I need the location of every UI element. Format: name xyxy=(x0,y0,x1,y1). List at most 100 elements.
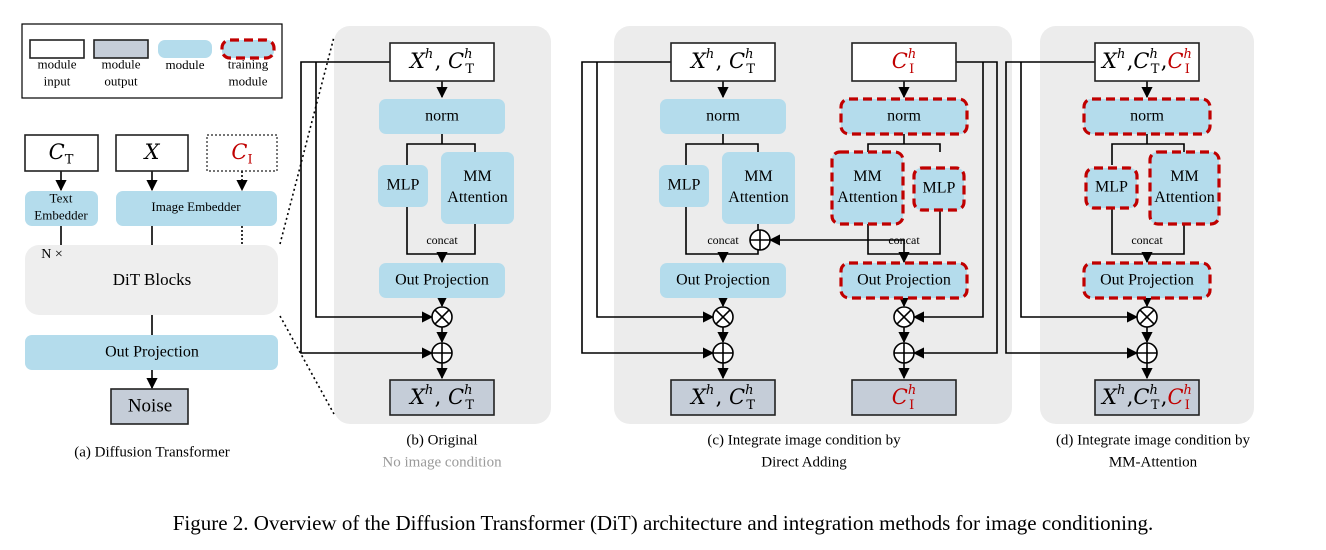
b-outproj xyxy=(379,263,505,298)
image-embedder xyxy=(116,191,277,226)
text-embedder xyxy=(25,191,98,226)
c-otimes-stroke xyxy=(715,309,731,325)
c-output xyxy=(670,379,776,416)
legend-input-label: input xyxy=(44,73,71,88)
ct-label: CT xyxy=(49,140,74,167)
d-mmatt-label: Attention xyxy=(1154,189,1214,206)
d-mmatt-label: MM xyxy=(1170,168,1198,185)
text-embedder-label: Embedder xyxy=(34,207,88,222)
noise-label: Noise xyxy=(128,395,172,416)
ci-input xyxy=(206,134,278,172)
c-norm xyxy=(660,99,786,134)
text-embedder-label: Text xyxy=(50,190,73,205)
ci-label: CI xyxy=(231,140,252,167)
d-outproj xyxy=(1084,263,1210,298)
image-embedder-label: Image Embedder xyxy=(151,199,241,214)
d-outproj-label: Out Projection xyxy=(1100,272,1194,289)
noise-output xyxy=(110,388,189,425)
caption-b: (b) Original xyxy=(406,432,477,448)
c-skip-outer xyxy=(581,61,715,359)
legend-output-swatch xyxy=(93,39,149,59)
c-img-skip-inner xyxy=(912,62,984,323)
c-img-input xyxy=(851,42,957,82)
b-mmatt xyxy=(441,152,514,224)
c-norm-label: norm xyxy=(706,108,740,125)
figure-caption: Figure 2. Overview of the Diffusion Tran… xyxy=(173,511,1154,535)
legend-input-swatch xyxy=(29,39,85,59)
d-concat-label: concat xyxy=(1131,233,1163,247)
c-input xyxy=(670,42,776,82)
zoom-line-top xyxy=(279,36,335,245)
d-norm xyxy=(1084,99,1210,134)
subcaption-c: Direct Adding xyxy=(761,454,847,470)
d-input xyxy=(1094,42,1200,82)
caption-d: (d) Integrate image condition by xyxy=(1056,432,1251,448)
c-img-concat-label: concat xyxy=(888,233,920,247)
d-norm-train xyxy=(1082,97,1212,136)
d-norm-split xyxy=(1111,143,1185,165)
d-otimes-stroke xyxy=(1139,309,1155,325)
b-skip-outer xyxy=(300,61,434,359)
c-mmatt-label: MM xyxy=(744,168,772,185)
c-outproj xyxy=(660,263,786,298)
dit-blocks-label: DiT Blocks xyxy=(113,270,192,289)
legend-training-label: training xyxy=(228,56,269,71)
d-mlp xyxy=(1086,168,1137,208)
b-otimes-stroke xyxy=(434,309,450,325)
caption-a: (a) Diffusion Transformer xyxy=(74,444,230,460)
c-img-outproj-label: Out Projection xyxy=(857,272,951,289)
legend-module-swatch xyxy=(158,40,212,58)
c-img-mlp xyxy=(914,168,964,210)
x-input xyxy=(115,134,189,172)
d-skip-inner xyxy=(1020,62,1139,323)
legend-training-swatch xyxy=(222,40,274,58)
c-img-outproj-train xyxy=(839,261,969,300)
b-mmatt-label: Attention xyxy=(447,189,507,206)
legend-training-label: module xyxy=(229,73,268,88)
d-mlp-label: MLP xyxy=(1095,179,1128,196)
legend-input-label: module xyxy=(38,56,77,71)
c-concat-label: concat xyxy=(707,233,739,247)
c-mmatt-label: Attention xyxy=(728,189,788,206)
legend-training-outline xyxy=(220,38,276,60)
legend-output-label: module xyxy=(102,56,141,71)
c-mmatt xyxy=(722,152,795,224)
c-img-norm-label: norm xyxy=(887,108,921,125)
d-mmatt xyxy=(1150,152,1219,224)
c-img-outproj xyxy=(841,263,967,298)
c-outproj-label: Out Projection xyxy=(676,272,770,289)
b-outproj-label: Out Projection xyxy=(395,272,489,289)
b-norm-split xyxy=(406,143,476,165)
b-skip-inner xyxy=(315,62,434,323)
c-img-otimes-stroke xyxy=(896,309,912,325)
zoom-line-bottom xyxy=(279,315,335,415)
b-norm xyxy=(379,99,505,134)
c-img-mmatt xyxy=(832,152,903,224)
c-img-to-add xyxy=(768,234,905,254)
c-img-mmatt-label: Attention xyxy=(837,189,897,206)
b-concat-label: concat xyxy=(426,233,458,247)
legend-frame xyxy=(21,23,283,99)
b-mmatt-label: MM xyxy=(463,168,491,185)
b-input xyxy=(389,42,495,82)
b-mlp-label: MLP xyxy=(387,177,420,194)
c-img-output xyxy=(851,379,957,416)
d-mmatt-train xyxy=(1148,150,1221,226)
legend-output-label: output xyxy=(104,73,138,88)
c-img-mmatt-label: MM xyxy=(853,168,881,185)
out-projection-a-label: Out Projection xyxy=(105,344,199,361)
d-norm-label: norm xyxy=(1130,108,1164,125)
n-times-label: N × xyxy=(41,247,63,262)
b-norm-label: norm xyxy=(425,108,459,125)
dit-blocks xyxy=(25,245,278,315)
subcaption-b: No image condition xyxy=(382,454,502,470)
panel-c-bg xyxy=(614,26,1012,424)
d-skip-outer xyxy=(1005,61,1139,359)
